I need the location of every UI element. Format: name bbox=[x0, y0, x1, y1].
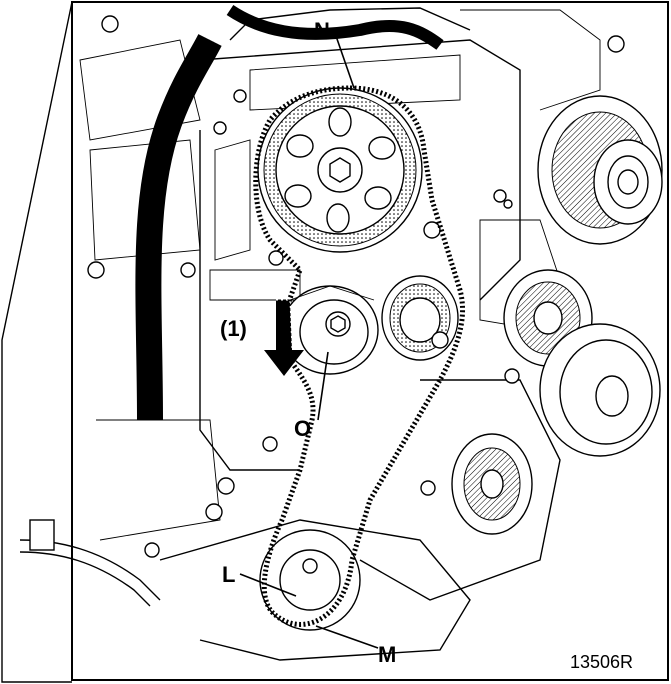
corrugated-hose-fill bbox=[137, 34, 220, 421]
pointer-L bbox=[239, 573, 297, 597]
label-L: L bbox=[222, 562, 235, 587]
reference-number: 13506R bbox=[570, 652, 633, 672]
tensioner-pulley bbox=[281, 285, 379, 375]
pointer-M bbox=[315, 625, 379, 649]
camshaft-sprocket bbox=[257, 87, 423, 253]
pointer-O bbox=[317, 351, 329, 421]
label-M: M bbox=[378, 642, 396, 667]
label-O: O bbox=[294, 416, 311, 441]
left-edge bbox=[1, 1, 73, 683]
accessory-pulley-right bbox=[539, 323, 661, 457]
pointer-N bbox=[335, 35, 355, 89]
timing-belt bbox=[253, 85, 466, 627]
label-N: N bbox=[314, 18, 330, 43]
alternator bbox=[537, 95, 663, 245]
rotation-arrow bbox=[264, 300, 304, 376]
accessory-pulley-lower bbox=[451, 433, 533, 535]
water-pump-sprocket bbox=[381, 275, 459, 361]
label-1: (1) bbox=[220, 316, 247, 341]
bolts bbox=[87, 15, 625, 558]
pipe-clamp bbox=[29, 519, 55, 551]
